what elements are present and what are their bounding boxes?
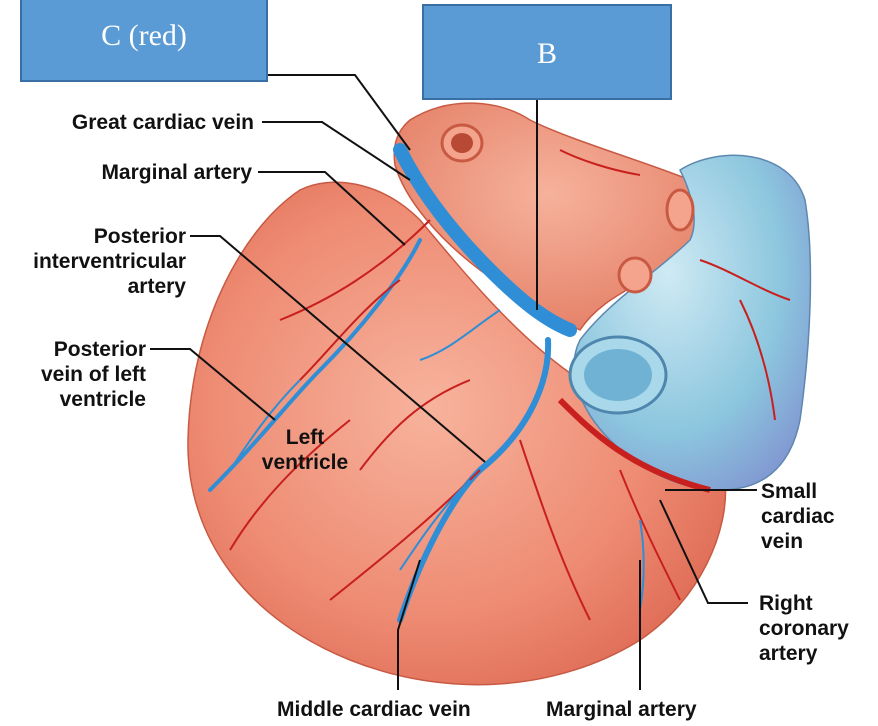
- label-line: interventricular: [33, 250, 186, 273]
- leader-lines: [150, 74, 757, 690]
- label-line: Posterior: [93, 225, 186, 248]
- label-posterior-interventricular: Posterior interventricular artery: [0, 224, 186, 299]
- label-line: Posterior: [53, 338, 146, 361]
- label-line: ventricle: [261, 451, 349, 474]
- posterior-vein-vessel: [208, 238, 422, 492]
- label-line: Left: [285, 426, 325, 449]
- answer-box-b-text: B: [536, 37, 557, 70]
- label-small-cardiac-vein: Small cardiac vein: [761, 479, 871, 554]
- label-marginal-artery-bottom: Marginal artery: [546, 698, 697, 721]
- answer-box-c-text: C (red): [101, 19, 187, 52]
- label-right-coronary-artery: Right coronary artery: [759, 591, 874, 666]
- label-line: artery: [127, 275, 186, 298]
- answer-box-c: C (red): [20, 0, 268, 82]
- label-middle-cardiac-vein: Middle cardiac vein: [277, 698, 471, 721]
- label-marginal-artery-left: Marginal artery: [101, 161, 252, 184]
- label-line: vein: [761, 530, 804, 553]
- label-line: Right: [759, 592, 813, 615]
- label-line: cardiac: [761, 505, 835, 528]
- vessel-lumen-large: [584, 349, 652, 401]
- label-left-ventricle: Left ventricle: [250, 425, 360, 475]
- vein-branches: [229, 309, 645, 611]
- label-line: Small: [761, 480, 818, 503]
- left-ventricle-shape: [187, 181, 727, 686]
- coronary-sinus-vessel: [393, 143, 577, 337]
- vessel-opening-right-2: [617, 256, 653, 294]
- label-line: artery: [759, 642, 818, 665]
- label-line: coronary: [759, 617, 849, 640]
- label-line: vein of left: [40, 363, 146, 386]
- vessel-lumen-top: [451, 133, 473, 153]
- label-great-cardiac-vein: Great cardiac vein: [71, 111, 254, 134]
- label-line: ventricle: [59, 388, 146, 411]
- vessel-opening-right-1: [665, 188, 695, 232]
- right-coronary-artery-vessel: [557, 397, 711, 493]
- answer-box-b: B: [422, 4, 672, 100]
- label-posterior-vein: Posterior vein of left ventricle: [0, 337, 146, 412]
